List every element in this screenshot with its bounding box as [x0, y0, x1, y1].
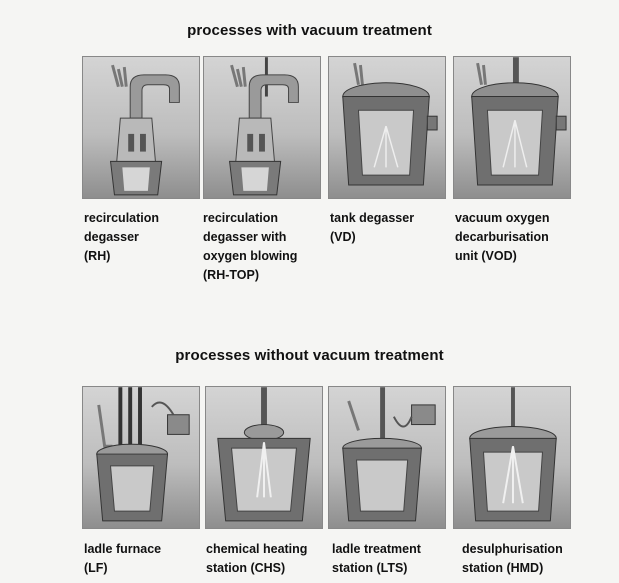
caption-line: (RH): [84, 247, 159, 266]
caption-vd: tank degasser (VD): [330, 209, 414, 247]
caption-line: recirculation: [84, 209, 159, 228]
chemical-heating-station-illustration: [205, 386, 323, 529]
caption-chs: chemical heating station (CHS): [206, 540, 307, 578]
caption-line: vacuum oxygen: [455, 209, 549, 228]
caption-line: station (HMD): [462, 559, 563, 578]
section-title-vacuum: processes with vacuum treatment: [0, 22, 619, 39]
ladle-furnace-illustration: [82, 386, 200, 529]
caption-hmd: desulphurisation station (HMD): [462, 540, 563, 578]
rh-degasser-illustration: [82, 56, 200, 199]
caption-line: oxygen blowing: [203, 247, 297, 266]
caption-line: unit (VOD): [455, 247, 549, 266]
caption-line: tank degasser: [330, 209, 414, 228]
caption-lts: ladle treatment station (LTS): [332, 540, 421, 578]
caption-lf: ladle furnace (LF): [84, 540, 161, 578]
caption-line: degasser: [84, 228, 159, 247]
caption-line: (RH-TOP): [203, 266, 297, 285]
section-title-non-vacuum: processes without vacuum treatment: [0, 347, 619, 364]
caption-line: decarburisation: [455, 228, 549, 247]
caption-line: (VD): [330, 228, 414, 247]
rh-top-degasser-illustration: [203, 56, 321, 199]
caption-line: ladle treatment: [332, 540, 421, 559]
vod-unit-illustration: [453, 56, 571, 199]
caption-rh-top: recirculation degasser with oxygen blowi…: [203, 209, 297, 285]
caption-line: chemical heating: [206, 540, 307, 559]
caption-line: degasser with: [203, 228, 297, 247]
caption-line: station (LTS): [332, 559, 421, 578]
caption-rh: recirculation degasser (RH): [84, 209, 159, 266]
caption-line: (LF): [84, 559, 161, 578]
caption-line: desulphurisation: [462, 540, 563, 559]
ladle-treatment-station-illustration: [328, 386, 446, 529]
tank-degasser-illustration: [328, 56, 446, 199]
caption-vod: vacuum oxygen decarburisation unit (VOD): [455, 209, 549, 266]
caption-line: ladle furnace: [84, 540, 161, 559]
caption-line: station (CHS): [206, 559, 307, 578]
desulphurisation-station-illustration: [453, 386, 571, 529]
caption-line: recirculation: [203, 209, 297, 228]
